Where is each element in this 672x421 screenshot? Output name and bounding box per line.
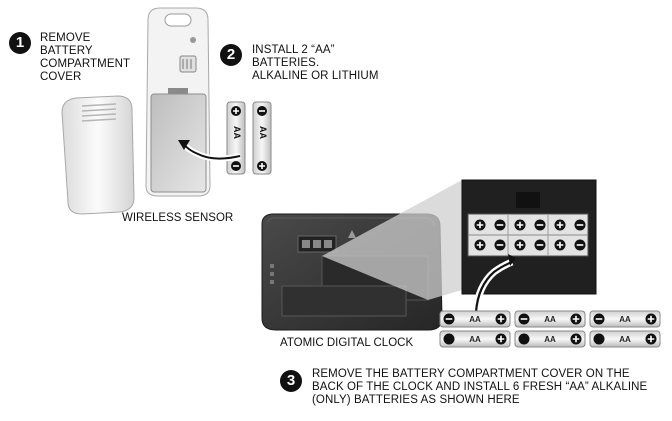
battery-label: AA	[619, 335, 631, 344]
plus-terminal-icon	[570, 333, 582, 345]
plus-terminal-icon	[495, 333, 507, 345]
curved-arrow-icon	[472, 254, 516, 313]
clock-batteries: AA AA AA AA AA AA	[439, 310, 661, 348]
plus-terminal-icon	[570, 313, 582, 325]
plus-terminal-icon	[554, 239, 566, 251]
plus-terminal-icon	[474, 219, 486, 231]
minus-terminal-icon	[443, 313, 455, 325]
aa-battery	[514, 330, 586, 348]
minus-terminal-icon	[574, 239, 586, 251]
minus-terminal-icon	[494, 239, 506, 251]
clock-caption: ATOMIC DIGITAL CLOCK	[280, 337, 414, 349]
minus-terminal-icon	[593, 313, 605, 325]
battery-label: AA	[232, 126, 242, 139]
minus-terminal-icon	[534, 219, 546, 231]
minus-terminal-icon	[518, 313, 530, 325]
battery-cover	[61, 95, 135, 215]
battery-label: AA	[544, 315, 556, 324]
plus-terminal-icon	[554, 219, 566, 231]
plus-terminal-icon	[514, 219, 526, 231]
minus-terminal-icon	[534, 239, 546, 251]
step-3-text: REMOVE THE BATTERY COMPARTMENT COVER ON …	[312, 368, 648, 406]
zoom-terminals	[474, 219, 586, 251]
zoomed-battery-bay	[461, 179, 597, 295]
battery-end-icon	[593, 333, 605, 345]
aa-battery	[589, 310, 661, 328]
wireless-sensor	[145, 7, 211, 197]
battery-label: AA	[469, 335, 481, 344]
plus-terminal-icon	[645, 313, 657, 325]
zoom-wedge	[322, 180, 462, 300]
plus-terminal-icon	[474, 239, 486, 251]
aa-battery	[514, 310, 586, 328]
step-1-badge: 1	[9, 32, 31, 54]
plus-terminal-icon	[514, 239, 526, 251]
aa-battery	[439, 310, 511, 328]
battery-label: AA	[469, 315, 481, 324]
step-2-badge: 2	[220, 44, 242, 66]
step-1-text: REMOVE BATTERY COMPARTMENT COVER	[40, 32, 131, 83]
battery-label: AA	[258, 126, 268, 139]
battery-end-icon	[443, 333, 455, 345]
sensor-caption: WIRELESS SENSOR	[122, 212, 234, 224]
aa-battery	[439, 330, 511, 348]
battery-label: AA	[619, 315, 631, 324]
aa-battery	[589, 330, 661, 348]
plus-terminal-icon	[645, 333, 657, 345]
curved-arrow-icon	[178, 140, 241, 162]
step-3-badge: 3	[280, 370, 302, 392]
plus-terminal-icon	[495, 313, 507, 325]
minus-terminal-icon	[494, 219, 506, 231]
minus-terminal-icon	[574, 219, 586, 231]
battery-end-icon	[518, 333, 530, 345]
battery-label: AA	[544, 335, 556, 344]
step-2-text: INSTALL 2 “AA” BATTERIES. ALKALINE OR LI…	[252, 44, 379, 82]
